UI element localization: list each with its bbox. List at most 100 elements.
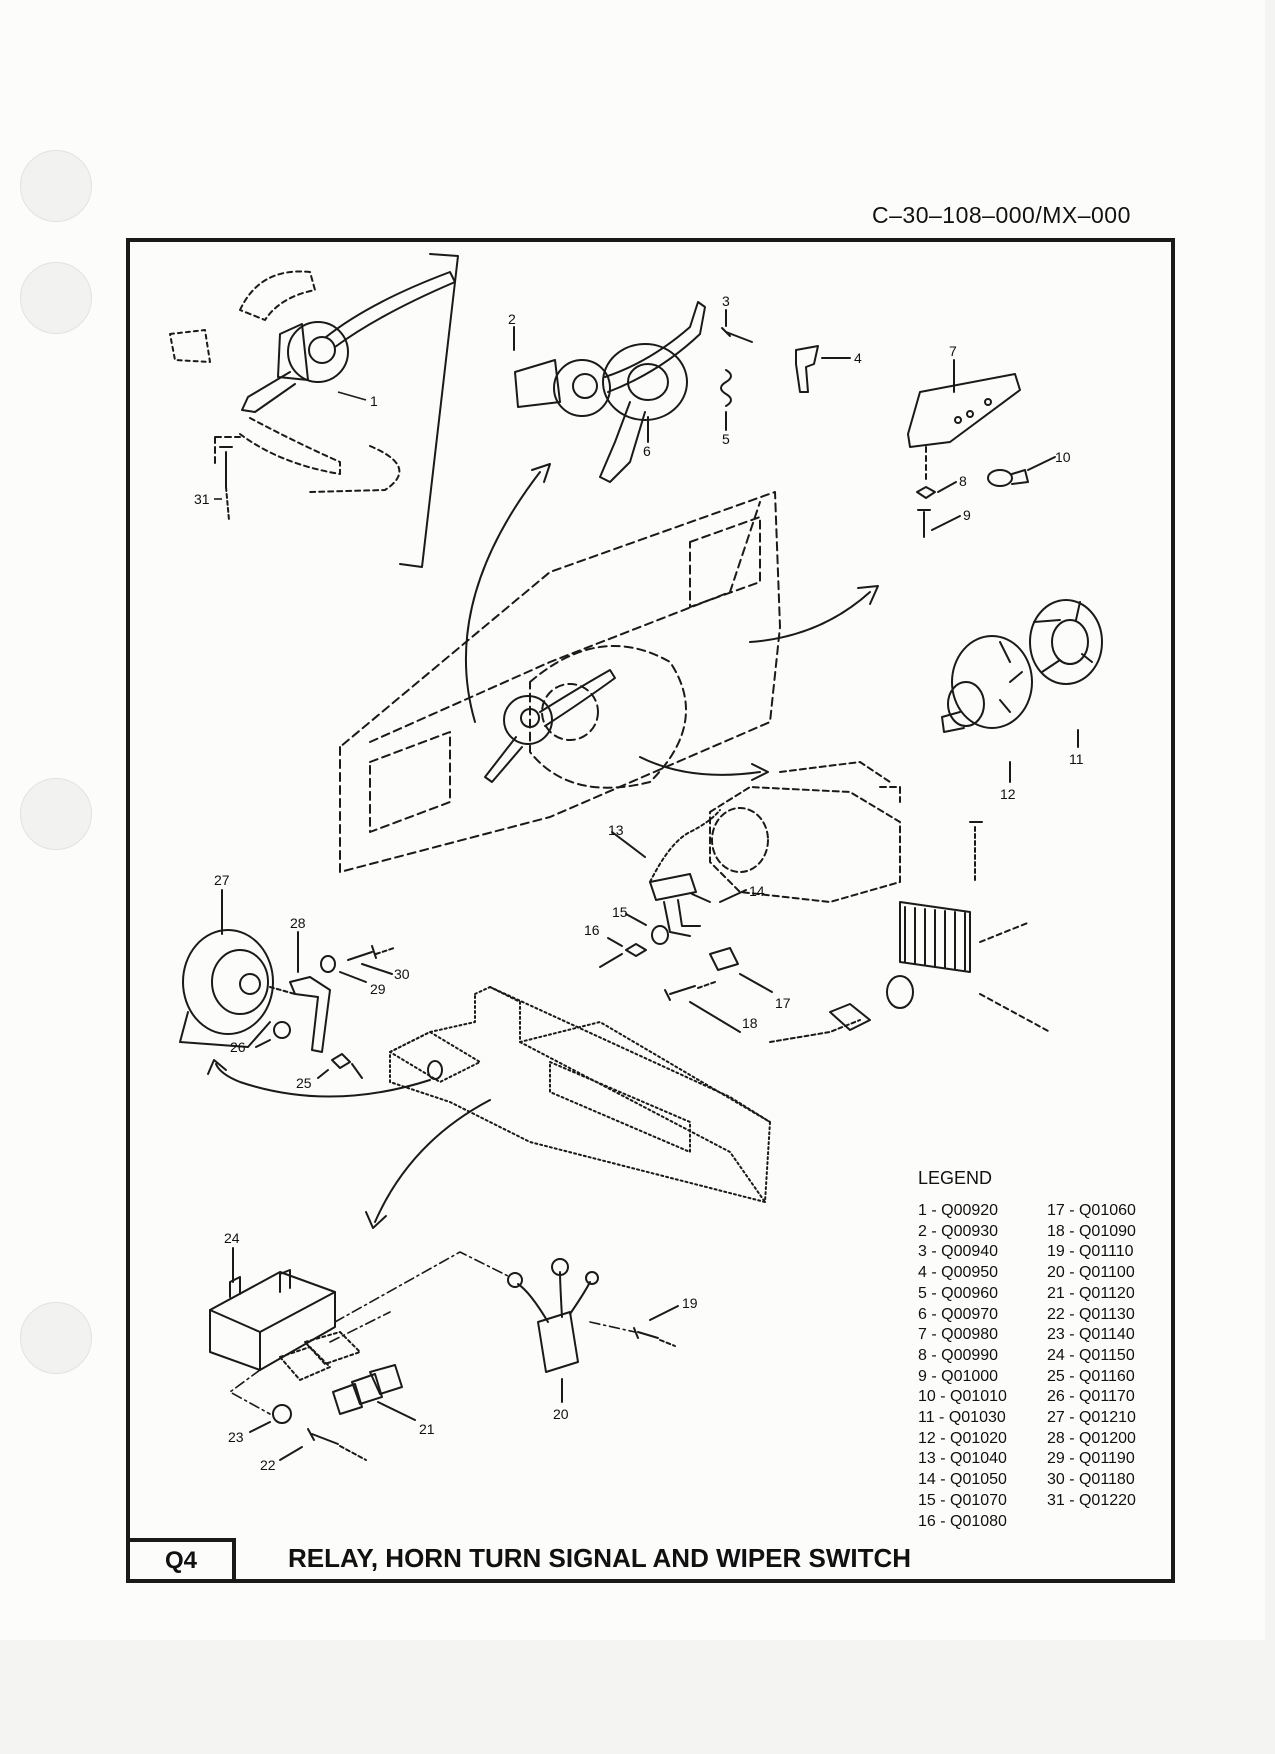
- callout-10: 10: [1055, 449, 1071, 465]
- legend-entry: 2 - Q00930: [918, 1222, 999, 1240]
- legend-entry: 13 - Q01040: [918, 1450, 1007, 1468]
- callout-14: 14: [749, 883, 765, 899]
- part-23-washer: [249, 1404, 292, 1433]
- chassis-horn-mount: [427, 1060, 443, 1080]
- part-1-combination-switch: [169, 270, 456, 493]
- callout-4: 4: [854, 350, 862, 366]
- arrow-head: [365, 1211, 387, 1229]
- part-19-screw: [633, 1305, 679, 1347]
- callout-13: 13: [608, 822, 624, 838]
- callout-8: 8: [959, 473, 967, 489]
- part-7-bracket-plate: [907, 359, 1021, 448]
- legend-title: LEGEND: [918, 1168, 993, 1188]
- callout-30: 30: [394, 966, 410, 982]
- legend-entry: 15 - Q01070: [918, 1491, 1007, 1509]
- legend-entry: 30 - Q01180: [1046, 1471, 1135, 1489]
- relay-ghost-outline: [279, 1331, 361, 1381]
- part-3-screw: [721, 309, 753, 343]
- figure-caption: RELAY, HORN TURN SIGNAL AND WIPER SWITCH: [288, 1543, 912, 1573]
- binder-hole: [20, 262, 92, 334]
- part-20-flasher: [507, 1258, 599, 1403]
- inset-bracket-line: [399, 253, 459, 568]
- dashboard-outline: [339, 491, 781, 873]
- part-14-resistor: [649, 873, 747, 937]
- legend-entry: 19 - Q01110: [1046, 1243, 1134, 1261]
- part-18-screw: [664, 981, 741, 1033]
- part-8-nut: [916, 446, 957, 499]
- part-15-washer: [625, 913, 669, 945]
- part-5-spring: [720, 369, 732, 431]
- figure-frame: [126, 238, 1175, 1583]
- legend-entry: 7 - Q00980: [918, 1326, 999, 1344]
- arrow-head: [751, 763, 769, 781]
- legend-entry: 11 - Q01030: [918, 1409, 1006, 1427]
- legend-entry: 28 - Q01200: [1046, 1429, 1136, 1447]
- callout-21: 21: [419, 1421, 435, 1437]
- callout-6: 6: [643, 443, 651, 459]
- leader-dash: [269, 986, 296, 995]
- part-28-horn-bracket: [289, 931, 331, 1053]
- part-10-bulb: [987, 456, 1056, 487]
- part-21-relays: [332, 1364, 416, 1421]
- chassis-frame: [389, 986, 771, 1203]
- dashboard-combination-switch: [484, 669, 616, 783]
- part-27-horn: [179, 889, 274, 1048]
- wiring-dash-dot: [229, 1251, 636, 1415]
- legend-entry: 1 - Q00920: [918, 1202, 999, 1219]
- part-24-relay-bracket: [209, 1247, 336, 1371]
- callout-labels: 1 2 3 4 5 6 7 8 9 10 11 12 13 14 15 16 1…: [194, 293, 1084, 1473]
- legend-entry: 29 - Q01190: [1046, 1450, 1135, 1468]
- part-11-fan: [1029, 599, 1103, 748]
- legend-entry: 18 - Q01090: [1046, 1222, 1136, 1240]
- exploded-parts-diagram: 1 2 3 4 5 6 7 8 9 10 11 12 13 14 15 16 1…: [169, 253, 1103, 1473]
- legend-entry: 14 - Q01050: [918, 1471, 1007, 1489]
- legend-entry: 23 - Q01140: [1046, 1326, 1135, 1344]
- legend-entry: 5 - Q00960: [918, 1284, 999, 1302]
- callout-25: 25: [296, 1075, 312, 1091]
- legend-entry: 25 - Q01160: [1046, 1367, 1135, 1385]
- part-6-wiper-switch: [599, 343, 688, 483]
- callout-23: 23: [228, 1429, 244, 1445]
- callout-18: 18: [742, 1015, 758, 1031]
- callout-31: 31: [194, 491, 210, 507]
- callout-12: 12: [1000, 786, 1016, 802]
- arrow-to-blower: [639, 756, 761, 776]
- part-29-washer: [320, 955, 367, 983]
- part-31-screw: [219, 446, 233, 521]
- arrow-to-bracket: [749, 591, 871, 643]
- manual-page: [20, 150, 92, 1374]
- legend-entry: 6 - Q00970: [918, 1305, 999, 1323]
- legend-entry: 27 - Q01210: [1046, 1409, 1136, 1427]
- arrow-head: [207, 1059, 227, 1075]
- callout-24: 24: [224, 1230, 240, 1246]
- callout-20: 20: [553, 1406, 569, 1422]
- part-26-nut: [255, 1021, 291, 1048]
- callout-15: 15: [612, 904, 628, 920]
- legend-entry: 9 - Q01000: [918, 1367, 999, 1385]
- callout-28: 28: [290, 915, 306, 931]
- arrow-to-horn: [215, 1063, 431, 1098]
- legend-entry: 4 - Q00950: [918, 1264, 999, 1282]
- part-2-switch-body: [514, 301, 706, 417]
- part-9-screw: [917, 509, 961, 538]
- figure-tag: Q4: [126, 1538, 236, 1583]
- heater-core: [769, 821, 1051, 1043]
- arrow-head: [857, 585, 879, 605]
- blower-housing: [709, 761, 901, 903]
- callout-19: 19: [682, 1295, 698, 1311]
- callout-1: 1: [370, 393, 378, 409]
- part-30-bolt: [347, 945, 395, 975]
- part-12-fan: [941, 635, 1033, 783]
- legend-entry: 22 - Q01130: [1046, 1305, 1135, 1323]
- legend-entry: 17 - Q01060: [1046, 1202, 1136, 1219]
- part-25-nut: [317, 1053, 363, 1079]
- binder-hole: [20, 1302, 92, 1374]
- legend-entry: 8 - Q00990: [918, 1346, 999, 1364]
- legend-entry: 16 - Q01080: [918, 1512, 1007, 1530]
- legend-entry: 12 - Q01020: [918, 1429, 1007, 1447]
- legend-entry: 21 - Q01120: [1046, 1284, 1135, 1302]
